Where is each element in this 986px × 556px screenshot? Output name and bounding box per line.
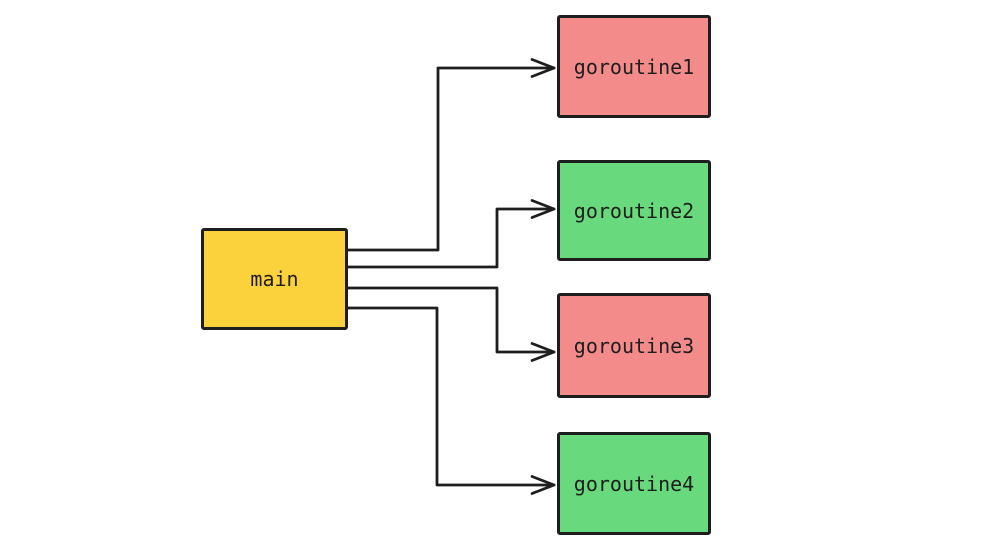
node-label-goroutine4: goroutine4 [573, 471, 695, 496]
node-main: main [201, 228, 348, 330]
arrow-main-goroutine2 [346, 207, 556, 269]
arrowhead-goroutine3 [530, 342, 556, 362]
arrow-main-goroutine1 [346, 66, 556, 252]
node-goroutine2: goroutine2 [557, 160, 711, 261]
node-goroutine4: goroutine4 [557, 432, 711, 535]
arrowhead-goroutine4 [530, 475, 556, 495]
arrow-main-goroutine3 [346, 286, 556, 354]
node-label-goroutine2: goroutine2 [573, 198, 695, 223]
arrowhead-goroutine2 [530, 199, 556, 219]
node-goroutine1: goroutine1 [557, 15, 711, 118]
arrowhead-goroutine1 [530, 58, 556, 78]
arrow-main-goroutine4 [346, 306, 556, 487]
node-goroutine3: goroutine3 [557, 293, 711, 398]
node-label-main: main [250, 267, 299, 291]
node-label-goroutine1: goroutine1 [573, 54, 695, 79]
node-label-goroutine3: goroutine3 [573, 333, 695, 358]
